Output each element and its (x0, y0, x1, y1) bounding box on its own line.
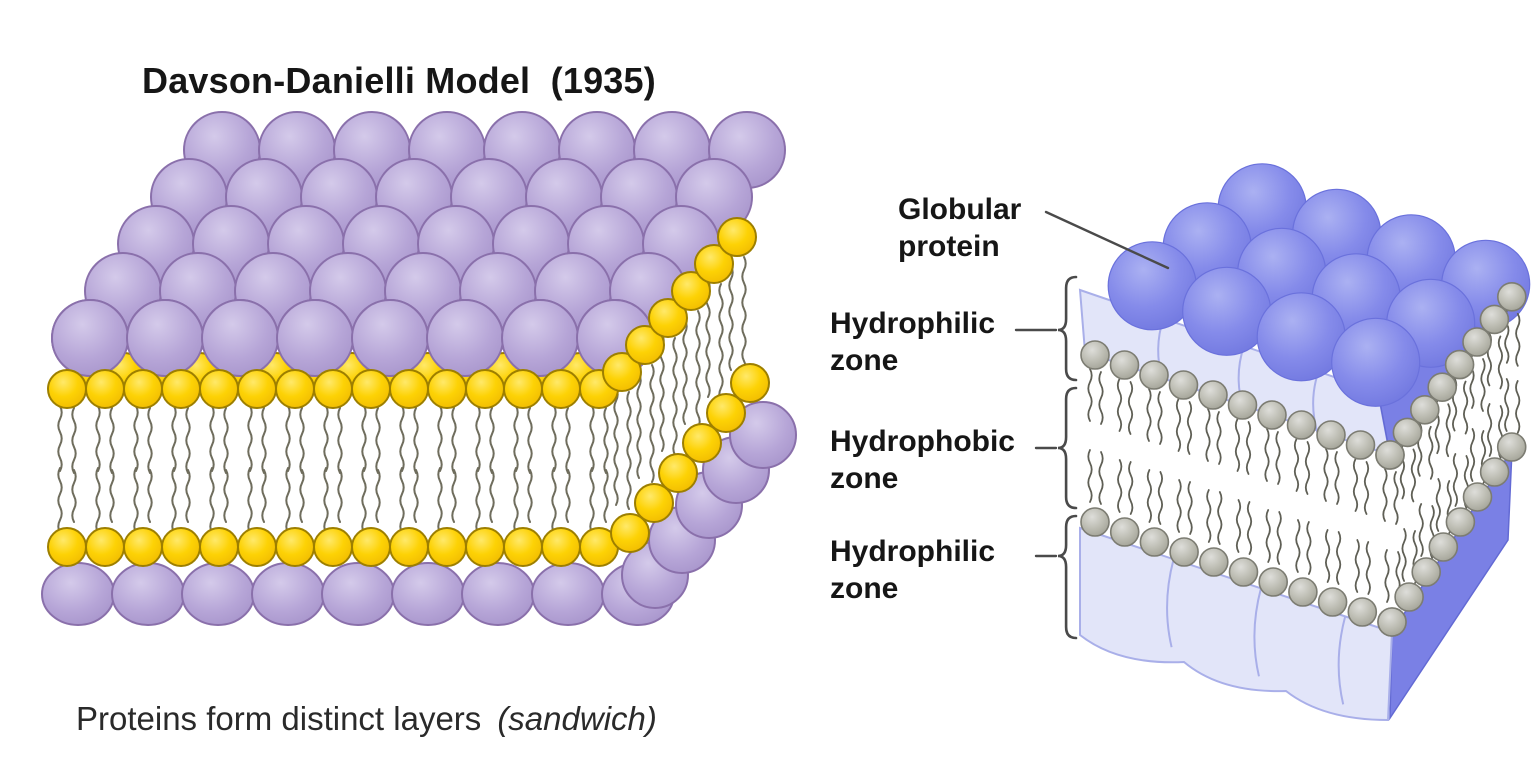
label-hydrophilic-zone-upper: Hydrophilic zone (830, 307, 996, 377)
caption-text: Proteins form distinct layers (76, 700, 482, 737)
left-diagram-caption: Proteins form distinct layers (sandwich) (76, 700, 657, 738)
caption-note: (sandwich) (497, 700, 657, 737)
label-globular-protein: Globular protein (898, 193, 1022, 263)
left-diagram-title: Davson-Danielli Model (1935) (142, 60, 656, 101)
label-hydrophobic-zone: Hydrophobic zone (830, 425, 1015, 495)
label-hydrophilic-zone-lower: Hydrophilic zone (830, 535, 996, 605)
